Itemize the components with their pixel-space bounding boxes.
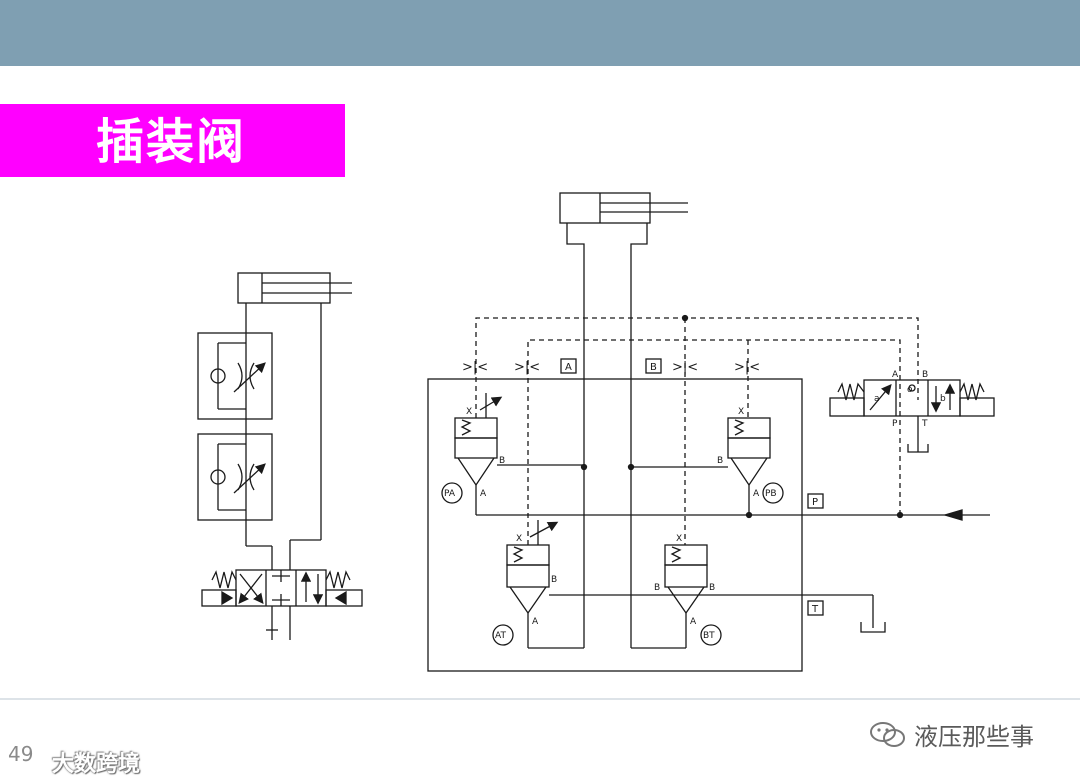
label-x-pa: X: [466, 407, 472, 417]
label-valve-BT: BT: [703, 631, 715, 641]
label-dv-T: T: [921, 419, 928, 429]
label-dv-o: o: [907, 385, 913, 395]
label-bt-A: A: [690, 617, 697, 627]
label-pb-A: A: [753, 489, 760, 499]
label-at-A: A: [532, 617, 539, 627]
label-dv-b: b: [940, 394, 946, 404]
label-bt-B2: B: [709, 583, 715, 593]
label-x-bt: X: [676, 534, 682, 544]
label-valve-AT: AT: [495, 631, 506, 641]
label-at-B: B: [551, 575, 557, 585]
title-banner: [0, 104, 345, 177]
label-dv-a: a: [874, 394, 880, 404]
label-bt-B1: B: [654, 583, 660, 593]
watermark-left: 大数跨境: [52, 752, 141, 777]
svg-text:>|<: >|<: [672, 360, 698, 375]
label-port-T: T: [811, 604, 819, 615]
header-bar: [0, 0, 1080, 66]
svg-text:>|<: >|<: [462, 360, 488, 375]
slide-title: 插装阀: [96, 114, 247, 170]
label-pa-B: B: [499, 456, 505, 466]
wechat-icon: [870, 722, 905, 747]
label-x-pb: X: [738, 407, 744, 417]
label-port-A: A: [565, 362, 572, 373]
label-valve-PB: PB: [765, 489, 777, 499]
watermark-right: 液压那些事: [914, 723, 1034, 751]
right-circuit: >|< >|< >|< >|<: [427, 192, 995, 672]
page-number: 49: [8, 742, 34, 766]
label-dv-B: B: [922, 370, 928, 380]
svg-text:>|<: >|<: [734, 360, 760, 375]
label-dv-P: P: [892, 419, 898, 429]
label-x-at: X: [516, 534, 522, 544]
label-valve-PA: PA: [444, 489, 456, 499]
left-circuit: [197, 272, 363, 640]
label-port-P: P: [812, 497, 818, 508]
label-pb-B: B: [717, 456, 723, 466]
footer-divider: [0, 698, 1080, 700]
label-pa-A: A: [480, 489, 487, 499]
svg-text:>|<: >|<: [514, 360, 540, 375]
label-dv-A: A: [892, 370, 899, 380]
label-port-B: B: [650, 362, 657, 373]
